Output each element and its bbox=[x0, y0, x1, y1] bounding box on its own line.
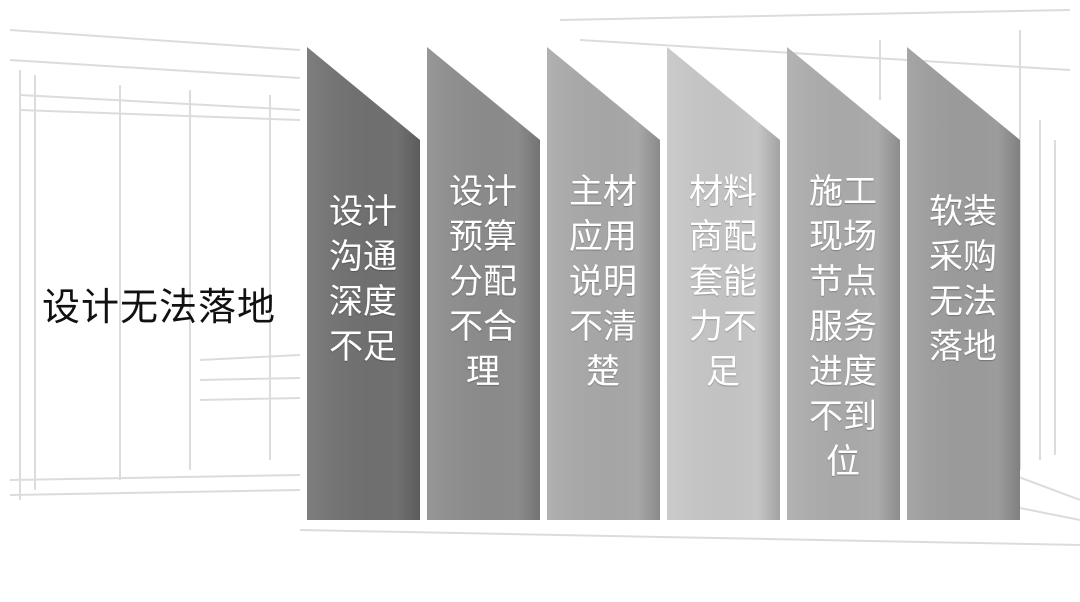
chevron-3-label: 主材 应用 说明 不清 楚 bbox=[569, 172, 637, 392]
chevron-1 bbox=[307, 47, 420, 520]
page-title: 设计无法落地 bbox=[42, 285, 277, 329]
chevron-1-label: 设计 沟通 深度 不足 bbox=[329, 192, 397, 367]
chevron-2-label: 设计 预算 分配 不合 理 bbox=[449, 172, 517, 392]
chevron-6 bbox=[907, 47, 1020, 520]
chevron-6-label: 软装 采购 无法 落地 bbox=[929, 192, 997, 367]
chevron-4 bbox=[667, 47, 780, 520]
chevron-5 bbox=[787, 47, 900, 520]
chevron-2 bbox=[427, 47, 540, 520]
chevron-4-label: 材料 商配 套能 力不 足 bbox=[689, 172, 757, 392]
chevron-3 bbox=[547, 47, 660, 520]
chevron-5-label: 施工 现场 节点 服务 进度 不到 位 bbox=[809, 172, 877, 482]
